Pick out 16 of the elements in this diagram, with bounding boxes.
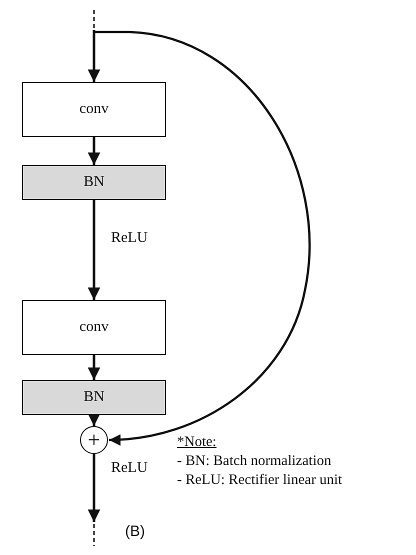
sum-circle: + (80, 426, 108, 454)
layer-box: conv (22, 82, 166, 137)
arrow (88, 30, 100, 82)
arrow (88, 414, 100, 426)
layer-box: conv (22, 300, 166, 355)
arrow (88, 137, 100, 165)
caption: (B) (125, 523, 145, 540)
layer-box: BN (22, 165, 166, 200)
skip-connection-arrow (94, 30, 310, 446)
note-text: - ReLU: Rectifier linear unit (177, 471, 342, 490)
note-heading: *Note: (177, 433, 218, 452)
note-text: - BN: Batch normalization (177, 452, 332, 471)
layer-box: BN (22, 380, 166, 415)
arrow (88, 355, 100, 380)
arrow (88, 200, 100, 300)
arrow (88, 454, 100, 522)
